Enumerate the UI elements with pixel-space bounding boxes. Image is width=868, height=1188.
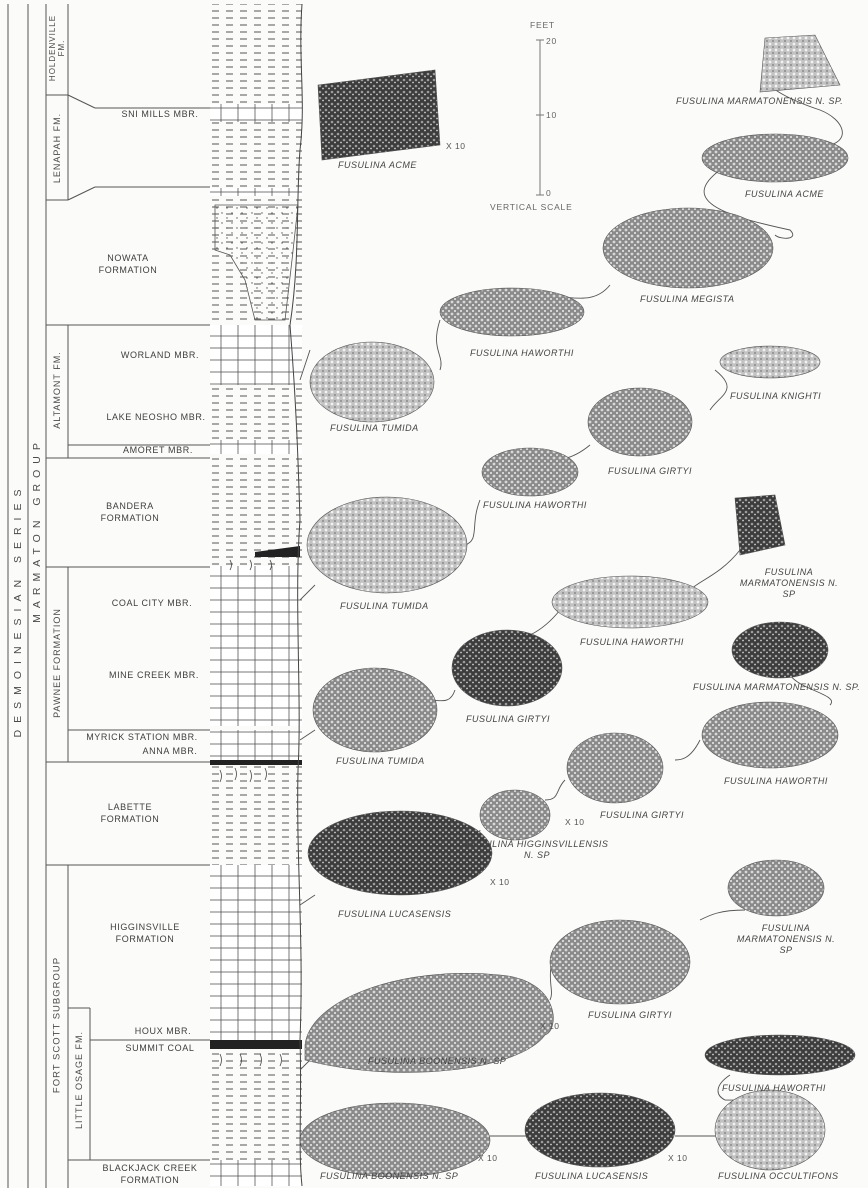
series-label: DESMOINESIAN SERIES: [12, 483, 24, 738]
specimen-drawing: [525, 1093, 675, 1167]
pawnee-label: PAWNEE FORMATION: [52, 608, 62, 718]
scale-caption: VERTICAL SCALE: [490, 202, 573, 212]
specimen-caption: FUSULINA HAWORTHI: [483, 500, 587, 511]
unit-blackjack-creek: BLACKJACK CREEK FORMATION: [90, 1162, 210, 1186]
unit-worland: WORLAND MBR.: [110, 349, 210, 361]
specimen-drawing: [702, 134, 848, 182]
specimen-caption: FUSULINA TUMIDA: [340, 601, 429, 612]
specimen-caption: FUSULINA MEGISTA: [640, 294, 735, 305]
unit-bandera: BANDERA FORMATION: [90, 500, 170, 524]
specimen-drawing: [588, 388, 692, 456]
unit-nowata: NOWATA FORMATION: [86, 252, 170, 276]
magnification-label: X 10: [446, 141, 466, 151]
lithologic-column: [210, 4, 302, 1186]
specimen-drawing: [728, 860, 824, 916]
specimen-drawing: [313, 668, 437, 752]
specimen-drawing: [452, 630, 562, 706]
unit-sni-mills: SNI MILLS MBR.: [110, 108, 210, 120]
specimen-caption: FUSULINA LUCASENSIS: [535, 1171, 648, 1182]
specimen-drawing: [300, 1103, 490, 1177]
unit-houx: HOUX MBR.: [118, 1025, 208, 1037]
specimen-drawing: [318, 70, 440, 160]
magnification-label: X 10: [478, 1153, 498, 1163]
specimen-caption: FUSULINA HAWORTHI: [724, 776, 828, 787]
specimen-caption: FUSULINA LUCASENSIS: [338, 909, 451, 920]
group-label: MARMATON GROUP: [31, 437, 43, 623]
specimen-caption: FUSULINA GIRTYI: [588, 1010, 672, 1021]
specimen-caption: FUSULINA TUMIDA: [330, 423, 419, 434]
specimen-caption: FUSULINA ACME: [745, 189, 824, 200]
scale-tick-0: 0: [546, 188, 552, 198]
specimen-caption: FUSULINA MARMATONENSIS N. SP: [734, 567, 844, 600]
specimen-drawing: [732, 622, 828, 678]
lenapah-label: LENAPAH FM.: [52, 113, 62, 183]
magnification-label: X 10: [668, 1153, 688, 1163]
specimen-caption: FUSULINA BOONENSIS N. SP: [368, 1056, 506, 1067]
specimen-caption: FUSULINA HIGGINSVILLENSIS N. SP: [462, 839, 612, 861]
specimen-drawing: [552, 576, 708, 628]
scale-tick-20: 20: [546, 36, 557, 46]
specimen-caption: FUSULINA GIRTYI: [608, 466, 692, 477]
specimen-drawing: [702, 702, 838, 768]
specimen-drawing: [715, 1090, 825, 1170]
specimen-drawing: [603, 208, 773, 288]
subgroup-label: FORT SCOTT SUBGROUP: [52, 957, 63, 1093]
specimen-drawing: [310, 342, 434, 422]
specimen-caption: FUSULINA KNIGHTI: [730, 391, 821, 402]
unit-summit-coal: SUMMIT COAL: [110, 1042, 210, 1054]
unit-amoret: AMORET MBR.: [108, 444, 208, 456]
specimen-drawing: [480, 790, 550, 840]
specimen-drawing: [482, 448, 578, 496]
specimen-caption: FUSULINA HAWORTHI: [580, 637, 684, 648]
scale-tick-10: 10: [546, 110, 557, 120]
specimen-caption: FUSULINA HAWORTHI: [722, 1083, 826, 1094]
specimen-caption: FUSULINA MARMATONENSIS N. SP.: [693, 682, 860, 693]
specimen-drawing: [735, 495, 785, 555]
specimen-caption: FUSULINA MARMATONENSIS N. SP.: [676, 96, 843, 107]
scale-feet: FEET: [530, 20, 555, 30]
unit-labette: LABETTE FORMATION: [95, 801, 165, 825]
specimen-drawing: [760, 35, 840, 92]
magnification-label: X 10: [490, 877, 510, 887]
magnification-label: X 10: [540, 1021, 560, 1031]
specimen-caption: FUSULINA HAWORTHI: [470, 348, 574, 359]
unit-lake-neosho: LAKE NEOSHO MBR.: [100, 411, 212, 423]
unit-higginsville: HIGGINSVILLE FORMATION: [100, 921, 190, 945]
specimen-drawing: [550, 920, 690, 1004]
magnification-label: X 10: [565, 817, 585, 827]
holdenville-label: HOLDENVILLE FM.: [48, 8, 66, 88]
specimen-caption: FUSULINA GIRTYI: [600, 810, 684, 821]
altamont-label: ALTAMONT FM.: [52, 351, 62, 429]
specimen-caption: FUSULINA MARMATONENSIS N. SP: [730, 923, 842, 956]
specimen-drawing: [720, 346, 820, 378]
vertical-scale-bar: [536, 40, 544, 195]
specimen-drawing: [705, 1035, 855, 1075]
specimen-caption: FUSULINA TUMIDA: [336, 756, 425, 767]
specimen-caption: FUSULINA BOONENSIS N. SP: [320, 1171, 458, 1182]
specimen-caption: FUSULINA ACME: [338, 160, 417, 171]
little-osage-label: LITTLE OSAGE FM.: [74, 1031, 84, 1129]
specimen-drawing: [567, 733, 663, 803]
unit-anna: ANNA MBR.: [130, 745, 210, 757]
specimen-caption: FUSULINA GIRTYI: [466, 714, 550, 725]
specimen-drawing: [440, 288, 584, 336]
unit-coal-city: COAL CITY MBR.: [100, 597, 204, 609]
unit-mine-creek: MINE CREEK MBR.: [100, 669, 208, 681]
specimen-drawing: [307, 497, 467, 593]
unit-myrick-station: MYRICK STATION MBR.: [72, 731, 212, 743]
specimen-caption: FUSULINA OCCULTIFONS: [718, 1171, 839, 1182]
